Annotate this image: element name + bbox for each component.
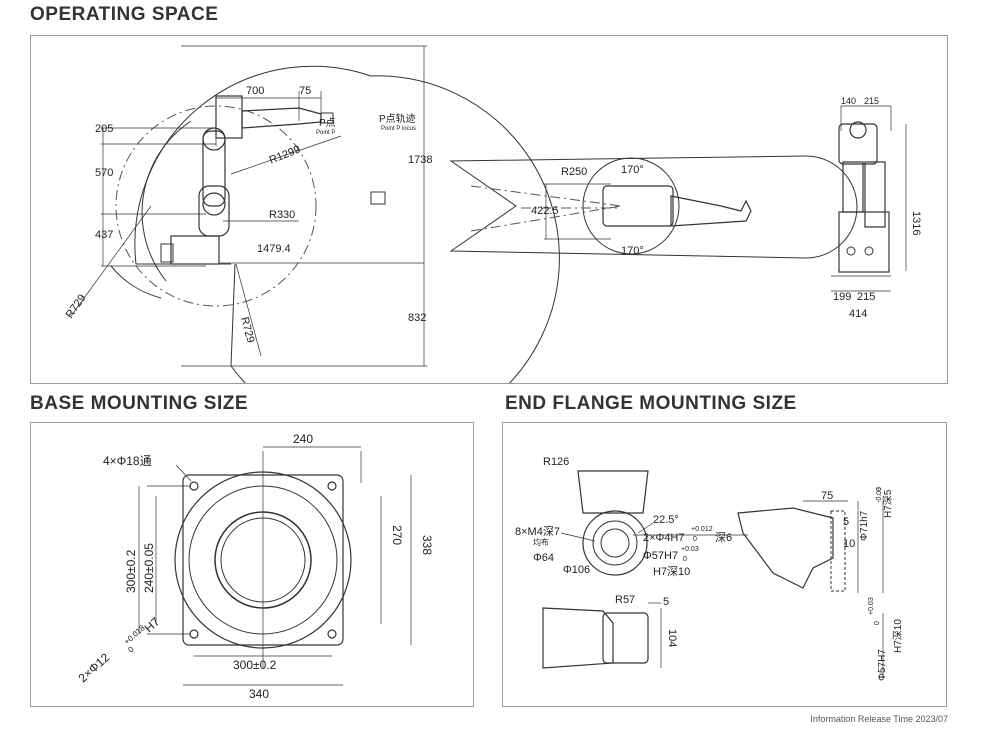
top-angle-170-top: 170° — [621, 164, 644, 176]
front-dim-414: 414 — [849, 308, 867, 320]
base-mounting-panel: 240 4×Φ18通 300±0.2 240±0.05 270 338 2×Φ1… — [30, 422, 474, 707]
base-pin-tol-dn: 0 — [126, 644, 136, 654]
side-dim-205: 205 — [95, 123, 113, 135]
flange-dim-5b: 5 — [663, 596, 669, 608]
flange-d71-tol-dn: -0.03 — [876, 487, 883, 503]
flange-d57-tol-up: +0.03 — [681, 546, 699, 553]
flange-r126: R126 — [543, 456, 569, 468]
base-mounting-drawing: 240 4×Φ18通 300±0.2 240±0.05 270 338 2×Φ1… — [76, 432, 434, 701]
front-dim-1316: 1316 — [910, 211, 922, 235]
flange-d57: Φ57H7 — [643, 550, 678, 562]
flange-d57-depth: H7深10 — [653, 565, 690, 578]
base-pin-fit: H7 — [142, 614, 163, 635]
flange-d71-depth: H7深5 — [882, 489, 894, 518]
end-flange-title: END FLANGE MOUNTING SIZE — [505, 393, 797, 414]
flange-d57b: Φ57H7 — [877, 649, 888, 681]
operating-space-drawing: 700 75 205 570 437 P点 Point P P点轨迹 Point… — [64, 45, 922, 441]
side-dim-832: 832 — [408, 312, 426, 324]
operating-space-panel: 700 75 205 570 437 P点 Point P P点轨迹 Point… — [30, 35, 948, 441]
flange-d57b-tol-up: +0.03 — [868, 597, 875, 615]
side-dim-r330: R330 — [269, 209, 295, 221]
flange-d64: Φ64 — [533, 552, 554, 564]
top-dim-422: 422.5 — [531, 205, 559, 217]
flange-r57: R57 — [615, 594, 635, 606]
base-dim-240: 240±0.05 — [142, 543, 156, 593]
base-dim-240-top: 240 — [293, 432, 313, 446]
top-angle-170-bottom: 170° — [621, 245, 644, 257]
side-dim-r729b: R729 — [238, 316, 256, 345]
side-dim-437: 437 — [95, 229, 113, 241]
flange-d71-tol-up: 0 — [876, 487, 883, 491]
flange-pin4-depth: 深6 — [715, 531, 732, 544]
flange-d106: Φ106 — [563, 564, 590, 576]
base-dim-300: 300±0.2 — [124, 549, 138, 593]
top-view — [449, 155, 858, 259]
base-mounting-title: BASE MOUNTING SIZE — [30, 393, 249, 414]
flange-pin4-tol-up: +0.012 — [691, 526, 713, 533]
front-view — [831, 105, 907, 292]
flange-d57b-tol-dn: 0 — [874, 621, 881, 625]
side-p-point-en: Point P — [316, 130, 335, 136]
flange-d71: Φ71h7 — [859, 510, 870, 541]
front-dim-140: 140 — [841, 96, 856, 106]
release-time-footer: Information Release Time 2023/07 — [810, 714, 948, 724]
work-envelope-lower — [110, 265, 162, 299]
front-dim-215-top: 215 — [864, 96, 879, 106]
side-p-locus-en: Point P locus — [381, 126, 416, 132]
flange-d57-tol-dn: 0 — [683, 556, 687, 563]
flange-m4-sub: 均布 — [533, 537, 549, 547]
base-dim-338: 338 — [420, 535, 434, 555]
flange-m4: 8×M4深7 — [515, 525, 560, 538]
operating-space-title: OPERATING SPACE — [30, 4, 219, 25]
base-pin-note: 2×Φ12 — [76, 650, 113, 685]
side-p-locus: P点轨迹 — [379, 112, 416, 125]
base-holes-note: 4×Φ18通 — [103, 454, 152, 468]
side-dim-700: 700 — [246, 85, 264, 97]
base-dim-300-bottom: 300±0.2 — [233, 658, 277, 672]
side-p-point: P点 — [319, 117, 336, 129]
side-dim-1479: 1479.4 — [257, 243, 291, 255]
top-dim-r250: R250 — [561, 166, 587, 178]
base-dim-340: 340 — [249, 687, 269, 701]
side-view — [70, 45, 560, 441]
work-envelope-inner — [141, 120, 192, 282]
flange-angle-22: 22.5° — [653, 514, 679, 526]
base-dim-270: 270 — [390, 525, 404, 545]
side-dim-75: 75 — [299, 85, 311, 97]
end-flange-drawing: R126 75 22.5° 8×M4深7 均布 2×Φ4H7 +0.012 0 … — [515, 456, 904, 681]
flange-pin4: 2×Φ4H7 — [643, 532, 685, 544]
flange-dim-104: 104 — [666, 629, 678, 647]
end-flange-panel: R126 75 22.5° 8×M4深7 均布 2×Φ4H7 +0.012 0 … — [502, 422, 947, 707]
front-dim-215-bottom: 215 — [857, 291, 875, 303]
side-dim-570: 570 — [95, 167, 113, 179]
front-dim-199: 199 — [833, 291, 851, 303]
flange-dim-5: 5 — [843, 516, 849, 528]
side-dim-1738: 1738 — [408, 154, 432, 166]
side-dim-r1299: R1299 — [268, 144, 303, 167]
flange-pin4-tol-dn: 0 — [693, 536, 697, 543]
flange-dim-75: 75 — [821, 490, 833, 502]
flange-d57b-depth: H7深10 — [892, 619, 904, 653]
flange-dim-10: 10 — [843, 538, 855, 550]
